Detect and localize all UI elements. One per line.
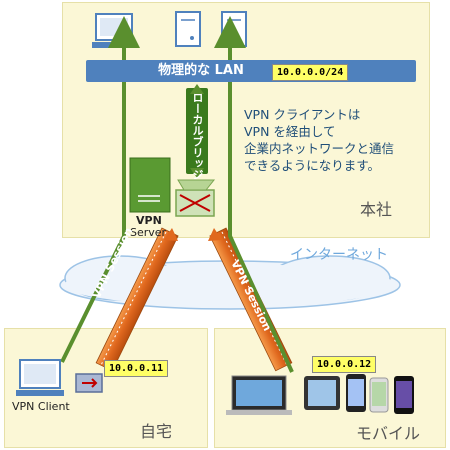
lan-address-badge: 10.0.0.0/24 (272, 64, 349, 81)
local-bridge-label: ローカルブリッジ (191, 92, 204, 180)
session-arrow-left (164, 228, 178, 241)
smartphone-icon-3 (394, 376, 414, 414)
description-line: VPN を経由して (244, 124, 336, 139)
mobile-location-label: モバイル (356, 424, 421, 443)
description-text: VPN クライアントは VPN を経由して 企業内ネットワークと通信 できるよう… (244, 106, 424, 174)
smartphone-icon-2 (369, 377, 389, 413)
hq-location-label: 本社 (360, 200, 393, 219)
vpn-client-pc-icon (16, 359, 64, 396)
description-line: VPN クライアントは (244, 107, 361, 122)
vpn-server-icon (129, 157, 171, 213)
home-router-icon (75, 373, 103, 393)
vpn-server-label-1: VPN (136, 214, 162, 227)
lan-label: 物理的な LAN (158, 63, 244, 78)
hq-server-icon-1 (175, 11, 201, 47)
home-to-lan-arrow (60, 16, 140, 363)
hq-server-icon-2 (221, 11, 247, 47)
description-line: できるようになります。 (244, 158, 381, 173)
description-line: 企業内ネットワークと通信 (244, 141, 395, 156)
vpn-server-label-2: Server (130, 226, 167, 239)
vpn-client-label: VPN Client (12, 400, 70, 413)
smartphone-icon-1 (346, 374, 366, 412)
laptop-icon (226, 375, 292, 415)
home-address-badge: 10.0.0.11 (104, 360, 169, 377)
local-bridge-bar (186, 88, 208, 174)
home-location-label: 自宅 (140, 422, 173, 441)
session-arrow-right (208, 228, 222, 241)
mobile-to-lan-arrow (214, 16, 294, 373)
mobile-address-badge: 10.0.0.12 (312, 356, 377, 373)
virtual-hub-icon (175, 179, 216, 217)
internet-label: インターネット (290, 247, 388, 263)
hq-pc-icon (92, 13, 136, 48)
tablet-icon (304, 376, 340, 410)
